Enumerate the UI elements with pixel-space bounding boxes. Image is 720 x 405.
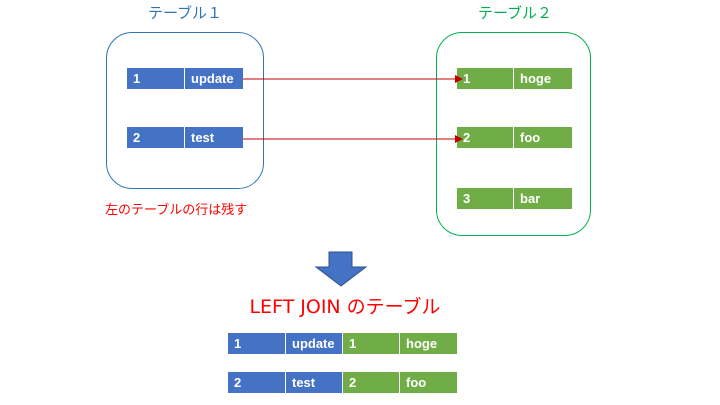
right-table-row-1: 1 hoge (457, 68, 572, 89)
right-table-row-2: 2 foo (457, 127, 572, 148)
right-row-1-id: 1 (457, 68, 513, 89)
result-row-1-left-id: 1 (228, 333, 285, 354)
left-rows-kept-note: 左のテーブルの行は残す (105, 203, 248, 218)
down-arrow-icon (314, 251, 368, 287)
result-row-2-left-id: 2 (228, 372, 285, 393)
result-table-title: LEFT JOIN のテーブル (249, 296, 441, 318)
left-table-title: テーブル１ (147, 4, 223, 22)
result-row-2-left-value: test (285, 372, 342, 393)
right-row-3-value: bar (513, 188, 572, 209)
left-row-2-value: test (184, 127, 243, 148)
result-row-2-right-id: 2 (342, 372, 399, 393)
left-table-panel (106, 32, 264, 189)
right-table-row-3: 3 bar (457, 188, 572, 209)
left-table-row-2: 2 test (127, 127, 243, 148)
left-row-1-value: update (184, 68, 243, 89)
left-table-row-1: 1 update (127, 68, 243, 89)
right-row-3-id: 3 (457, 188, 513, 209)
right-table-title: テーブル２ (477, 4, 553, 22)
result-row-1-right-id: 1 (342, 333, 399, 354)
left-row-1-id: 1 (127, 68, 184, 89)
result-row-1-left-value: update (285, 333, 342, 354)
left-row-2-id: 2 (127, 127, 184, 148)
result-row-2: 2 test 2 foo (228, 372, 457, 393)
right-row-1-value: hoge (513, 68, 572, 89)
right-row-2-id: 2 (457, 127, 513, 148)
result-row-1: 1 update 1 hoge (228, 333, 457, 354)
result-row-1-right-value: hoge (399, 333, 457, 354)
result-row-2-right-value: foo (399, 372, 457, 393)
right-row-2-value: foo (513, 127, 572, 148)
